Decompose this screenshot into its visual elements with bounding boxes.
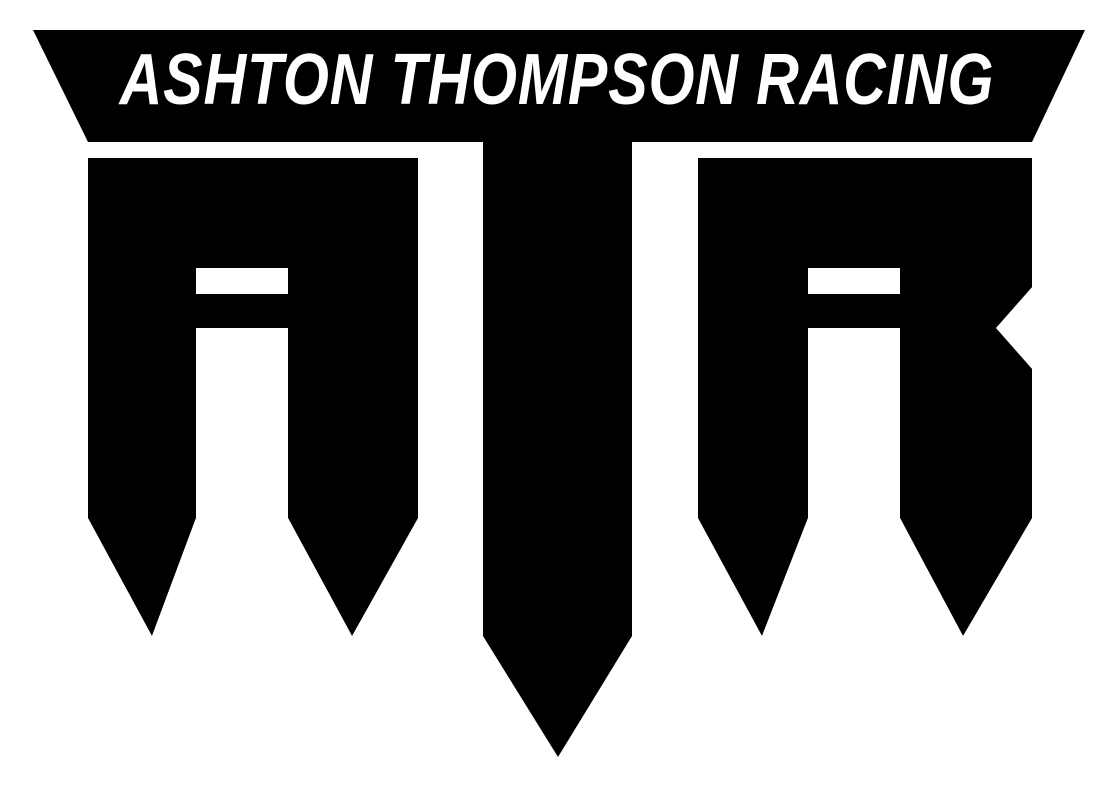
- letter-r-chevron-notch: [762, 518, 963, 684]
- letter-a-lower-counter: [196, 328, 288, 518]
- letter-r-shape: [698, 158, 1032, 636]
- letter-r-lower-counter: [808, 328, 900, 518]
- letter-a-chevron-notch: [152, 518, 352, 680]
- letter-a-shape: [88, 158, 418, 636]
- letter-t-stem: [483, 142, 632, 757]
- top-banner-trapezoid: [33, 30, 1085, 142]
- letter-r-upper-counter: [808, 268, 900, 294]
- letter-r-side-notch: [996, 286, 1033, 370]
- letter-a-upper-counter: [196, 268, 288, 294]
- banner-wordmark: ASHTON THOMPSON RACING: [118, 40, 994, 121]
